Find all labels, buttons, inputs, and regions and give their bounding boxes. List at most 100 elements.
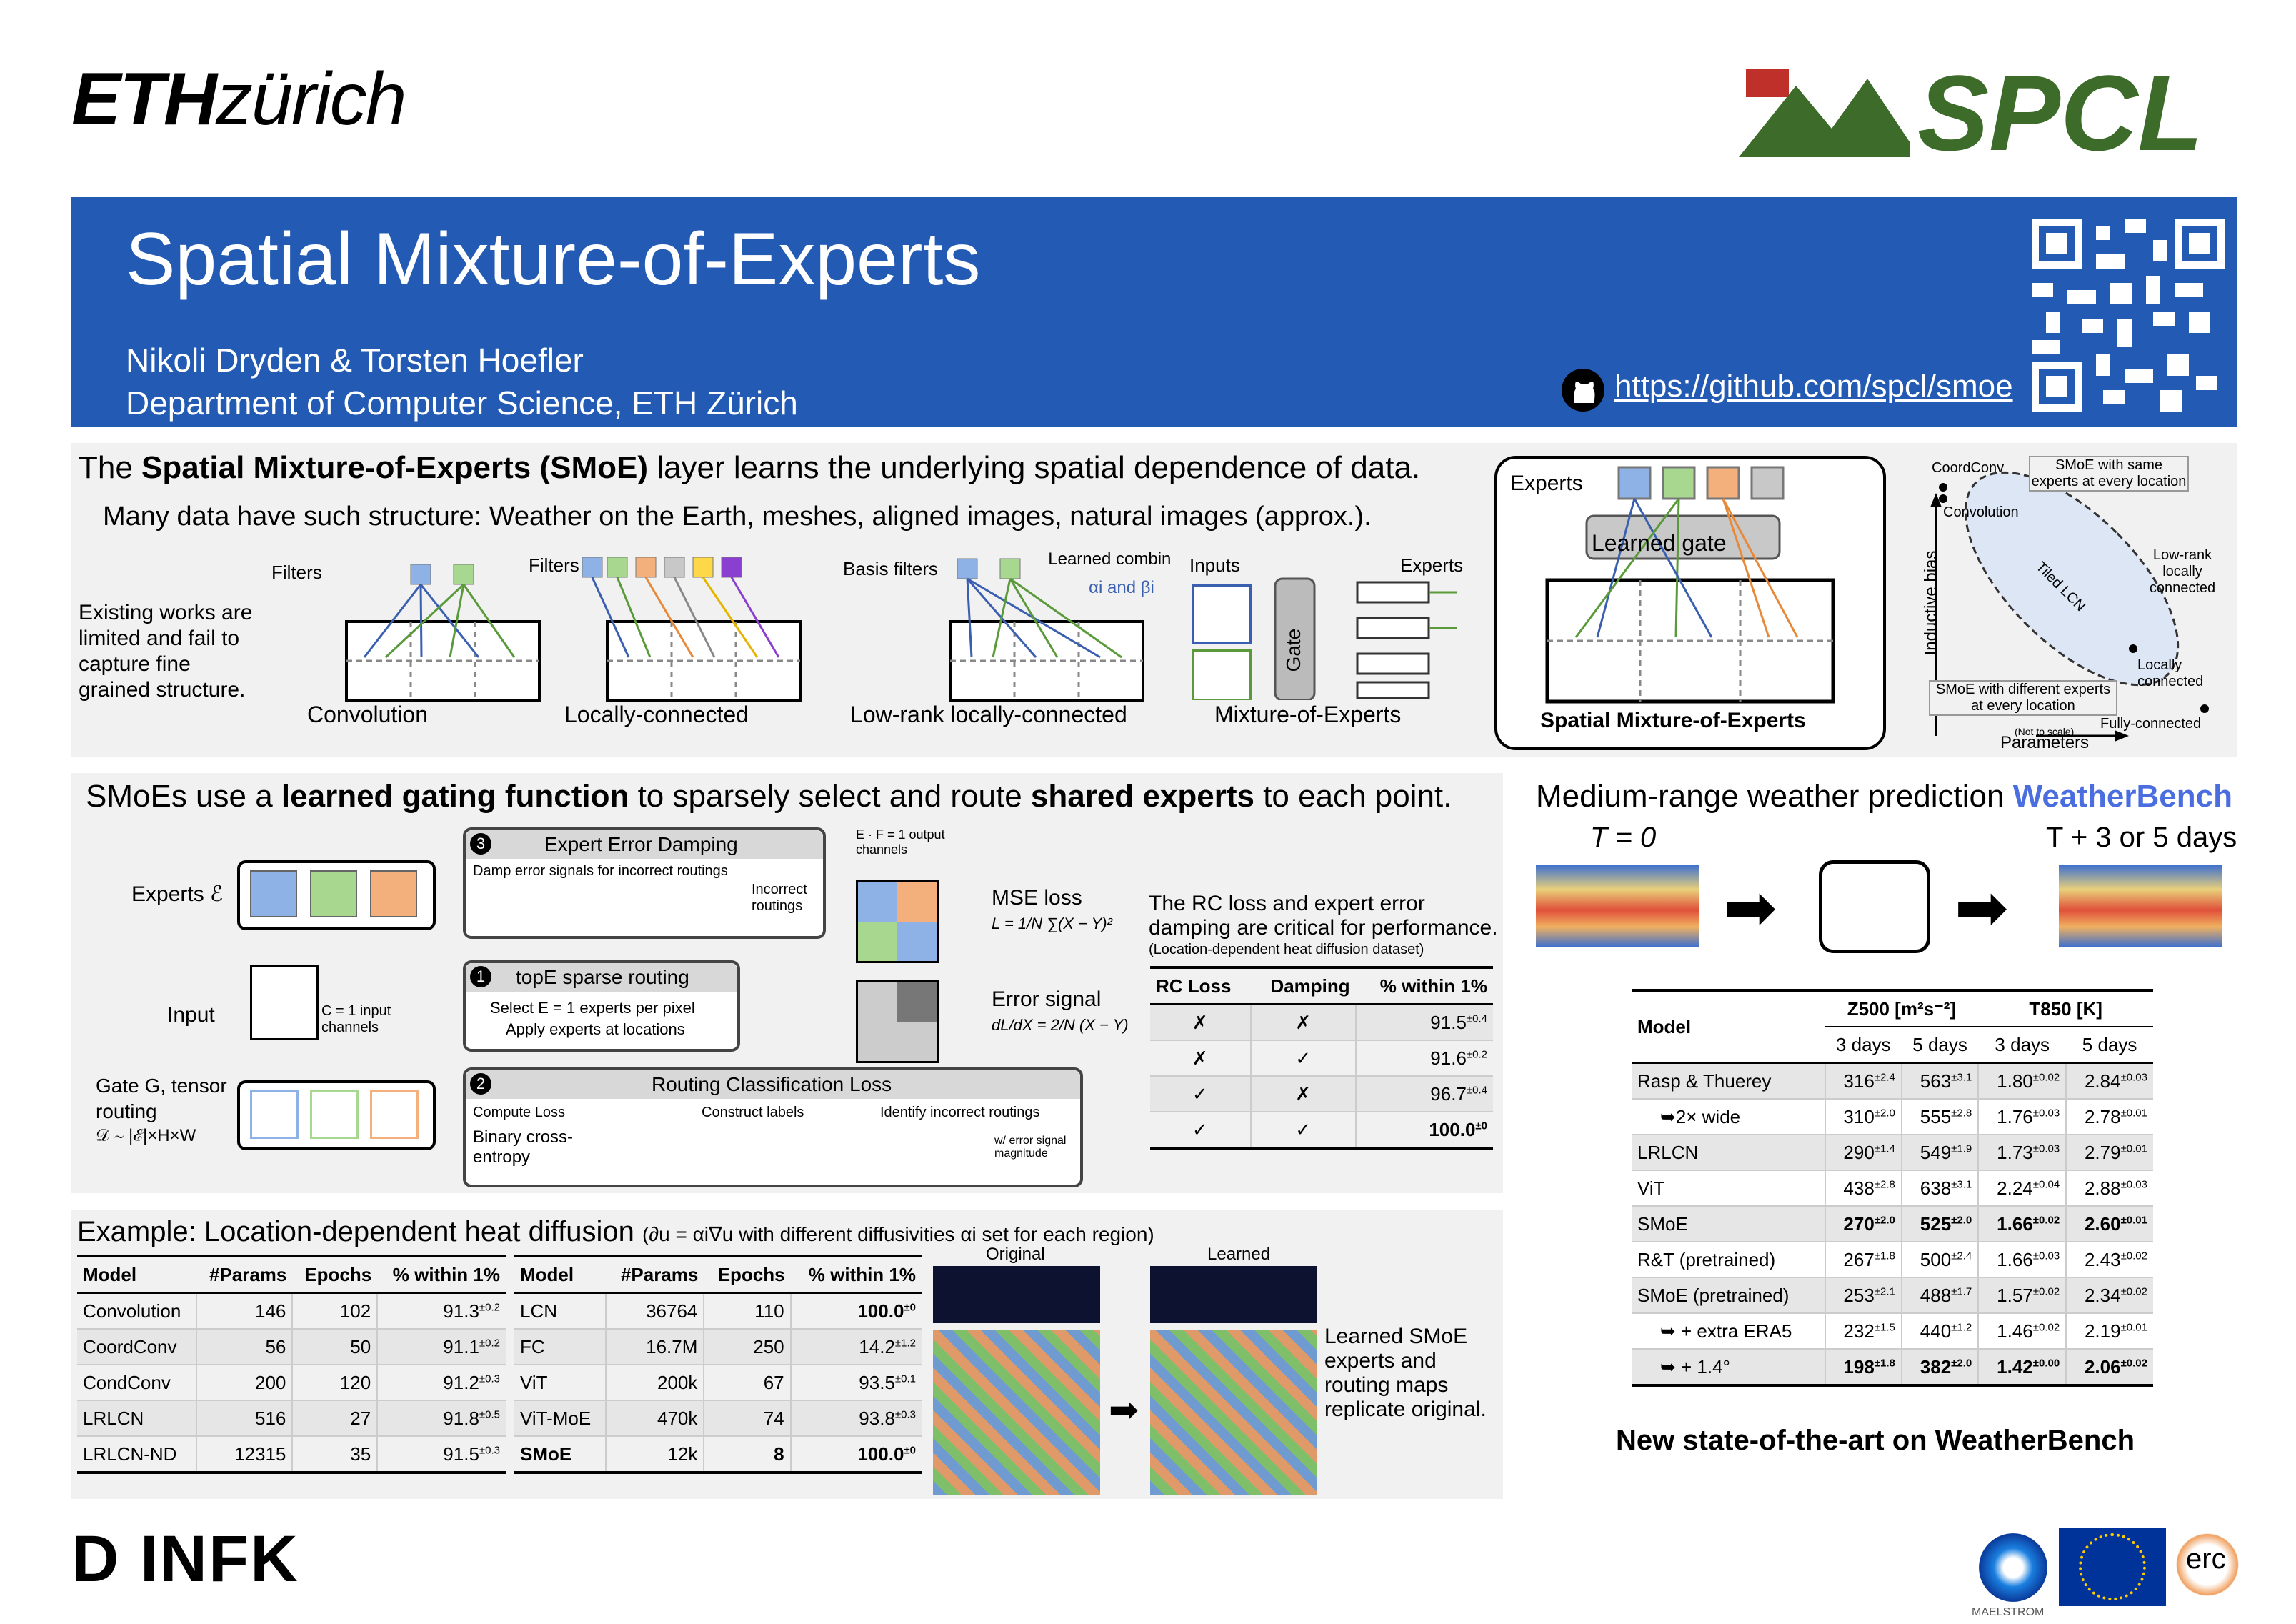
heat-value-cell-value: 14.2: [859, 1335, 895, 1358]
weather-value-cell-value: 500: [1920, 1248, 1952, 1270]
incorrect-label: Incorrect routings: [752, 882, 807, 914]
weather-value-cell-value: 1.66: [1997, 1212, 2033, 1235]
weather-value-cell: 2.06±0.02: [2065, 1349, 2153, 1387]
rc-note: The RC loss and expert error damping are…: [1149, 892, 1498, 940]
rc-cell: ✓: [1150, 1076, 1251, 1112]
damping-title: Expert Error Damping: [544, 833, 738, 855]
heat-value-cell-value: 91.5: [443, 1443, 479, 1465]
weather-value-cell-value: 267: [1843, 1248, 1875, 1270]
mse-eq: L = 1/N ∑(X − Y)²: [992, 915, 1112, 932]
weather-value-cell-value: 2.19: [2084, 1320, 2121, 1342]
rc-cell: ✗: [1150, 1004, 1251, 1041]
heat-params-cell: 146: [195, 1292, 293, 1330]
expert-orange: [370, 870, 417, 917]
weather-value-cell-value: 488: [1920, 1284, 1952, 1306]
page-title: Spatial Mixture-of-Experts: [126, 218, 981, 301]
heat-model-cell: ViT-MoE: [514, 1400, 607, 1437]
locally-connected-diagram: Filters: [529, 554, 802, 702]
gating-b2: shared experts: [1030, 779, 1254, 814]
model-block-icon: [1819, 860, 1930, 953]
error-eq: dL/dX = 2/N (X − Y): [992, 1016, 1129, 1034]
heat-params-cell: 200: [195, 1365, 293, 1401]
rc-value-cell: 91.5±0.4: [1354, 1004, 1493, 1041]
weather-value-cell: 270±2.0: [1824, 1206, 1902, 1242]
weather-value-cell: 310±2.0: [1824, 1099, 1902, 1135]
weather-model-cell: SMoE: [1632, 1206, 1825, 1242]
rc-col-rc: RC Loss: [1150, 966, 1251, 1005]
weather-value-cell: 290±1.4: [1824, 1135, 1902, 1171]
github-link[interactable]: https://github.com/spcl/smoe: [1614, 369, 2013, 404]
weather-value-cell: 2.78±0.01: [2065, 1099, 2153, 1135]
heat-title-text: Example: Location-dependent heat diffusi…: [77, 1216, 634, 1247]
weather-value-cell: 438±2.8: [1824, 1170, 1902, 1207]
authors: Nikoli Dryden & Torsten Hoefler: [126, 342, 584, 379]
heat-params-cell: 516: [195, 1400, 293, 1437]
heat-col-header: #Params: [196, 1255, 293, 1294]
moe-experts-label: Experts: [1400, 554, 1463, 576]
erc-logo: [2172, 1529, 2243, 1600]
heat-model-cell: CondConv: [77, 1365, 196, 1401]
weather-value-cell-value: 1.80: [1997, 1070, 2033, 1092]
weather-col-z-3d: 3 days: [1825, 1027, 1902, 1064]
heat-model-cell: FC: [514, 1329, 607, 1365]
weather-value-cell-value: 2.60: [2084, 1212, 2121, 1235]
weather-value-cell-pm: ±0.03: [2032, 1106, 2060, 1119]
rc-value-cell-pm: ±0.4: [1466, 1012, 1487, 1025]
heat-model-cell: ViT: [514, 1365, 607, 1401]
weather-value-cell-pm: ±2.4: [1951, 1249, 1972, 1262]
bce-label: Binary cross-entropy: [473, 1127, 574, 1167]
rc-value-cell-pm: ±0.2: [1466, 1047, 1487, 1060]
weather-value-cell-pm: ±1.7: [1951, 1285, 1972, 1297]
github-icon: [1562, 369, 1604, 412]
output-grid: [856, 880, 939, 963]
weather-value-cell-value: 198: [1843, 1355, 1875, 1378]
topk-line1: Select E = 1 experts per pixel: [490, 999, 695, 1017]
weather-model-cell: SMoE (pretrained): [1632, 1277, 1825, 1314]
weather-model-cell: LRLCN: [1632, 1135, 1825, 1171]
weather-value-cell-pm: ±1.4: [1874, 1142, 1895, 1155]
weather-value-cell-value: 232: [1843, 1320, 1875, 1342]
spectrum-convolution: Convolution: [1943, 504, 2019, 520]
weather-value-cell: 1.73±0.03: [1977, 1135, 2067, 1171]
weather-map-input: [1536, 865, 1699, 947]
weather-value-cell: 2.88±0.03: [2065, 1170, 2153, 1207]
weather-results-table: Model Z500 [m²s⁻²] T850 [K] 3 days 5 day…: [1632, 989, 2153, 1387]
weather-value-cell-pm: ±1.9: [1951, 1142, 1972, 1155]
weather-value-cell-pm: ±2.0: [1951, 1356, 1972, 1369]
weather-value-cell-pm: ±0.00: [2032, 1356, 2060, 1369]
weather-value-cell-pm: ±2.0: [1874, 1106, 1895, 1119]
weather-map-output: [2059, 865, 2222, 947]
heat-epochs-cell: 50: [291, 1329, 378, 1365]
heat-value-cell-value: 91.3: [443, 1300, 479, 1322]
weather-value-cell: 1.42±0.00: [1977, 1349, 2067, 1387]
spectrum-ylabel: Inductive bias: [1921, 550, 1941, 656]
rc-cell: ✓: [1150, 1112, 1251, 1150]
weather-value-cell-pm: ±0.01: [2120, 1213, 2147, 1226]
heat-epochs-cell: 102: [291, 1292, 378, 1330]
caption-convolution: Convolution: [307, 702, 428, 727]
weatherbench-logo: WeatherBench: [2012, 779, 2232, 814]
qr-code-icon[interactable]: [2032, 219, 2225, 412]
weather-value-cell-pm: ±0.03: [2032, 1142, 2060, 1155]
rc-value-cell: 100.0±0: [1354, 1112, 1493, 1150]
heat-value-cell-pm: ±0.3: [479, 1372, 500, 1385]
learned-label: Learned: [1207, 1245, 1271, 1264]
weather-value-cell-value: 1.42: [1997, 1355, 2033, 1378]
spectrum-plot: [1930, 471, 2209, 742]
heat-title: Example: Location-dependent heat diffusi…: [77, 1216, 1154, 1248]
weather-col-z-5d: 5 days: [1901, 1027, 1979, 1064]
maelstrom-text: MAELSTROM: [1972, 1606, 2045, 1618]
heat-diffusion-panel: Example: Location-dependent heat diffusi…: [71, 1210, 1503, 1499]
t1-label: T + 3 or 5 days: [2046, 822, 2237, 853]
gate-label: Gate G, tensor routing: [96, 1075, 227, 1122]
original-experts: [933, 1266, 1100, 1323]
weather-value-cell: 555±2.8: [1900, 1099, 1979, 1135]
spectrum-notscale: (Not to scale): [2015, 726, 2075, 737]
weather-col-t-5d: 5 days: [2066, 1027, 2153, 1064]
weather-value-cell: 563±3.1: [1900, 1062, 1979, 1100]
rc-value-cell-pm: ±0.4: [1466, 1083, 1487, 1096]
expert-blue: [250, 870, 297, 917]
